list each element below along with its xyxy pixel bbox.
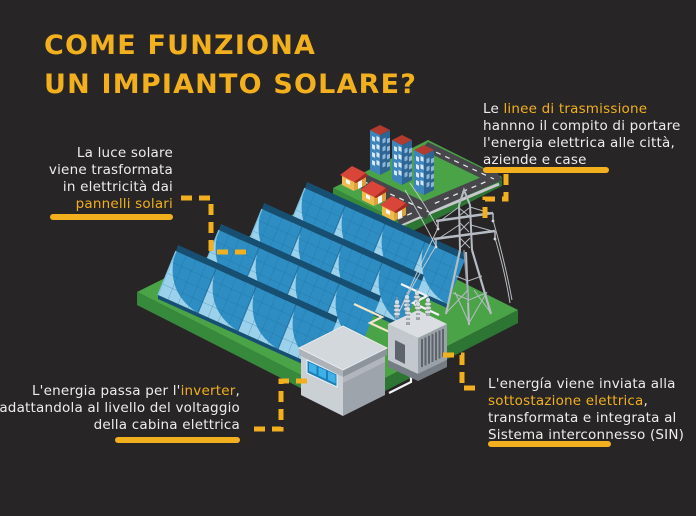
building xyxy=(370,125,390,175)
title-line-2: UN IMPIANTO SOLARE? xyxy=(44,69,418,100)
callout-text: L'energia passa per l' xyxy=(31,383,181,399)
callout-inverter: L'energia passa per l'inverter, adattand… xyxy=(0,383,240,434)
houses xyxy=(340,166,408,221)
power-wires xyxy=(396,182,513,317)
callout-text: l'energia elettrica alle città, xyxy=(483,135,675,151)
building xyxy=(392,135,412,185)
callout-highlight: inverter xyxy=(180,383,236,399)
callout-text: Le xyxy=(483,101,504,117)
inverter-windows xyxy=(306,359,338,388)
callout-text: adattandola al livello del voltaggio xyxy=(0,400,240,416)
house xyxy=(360,181,388,206)
substation-transformer xyxy=(388,288,447,381)
inverter-building xyxy=(297,325,389,416)
callout-text: hannno il compito di portare xyxy=(483,118,681,134)
bushing-insulator xyxy=(414,299,422,320)
house xyxy=(380,196,408,221)
bushing-insulator xyxy=(424,295,432,316)
title-line-1: COME FUNZIONA xyxy=(44,30,317,61)
page-title: COME FUNZIONA UN IMPIANTO SOLARE? xyxy=(44,26,417,104)
callout-highlight: sottostazione elettrica xyxy=(488,393,644,409)
callout-text: transformata e integrata al xyxy=(488,410,677,426)
underline-transmission xyxy=(483,167,609,173)
dashed-connectors xyxy=(181,174,509,432)
callout-transmission-lines: Le linee di trasmissione hannno il compi… xyxy=(483,101,681,169)
callout-text: viene trasformata xyxy=(48,162,173,178)
building xyxy=(414,145,434,195)
callout-text: aziende e case xyxy=(483,152,587,168)
callout-text: della cabina elettrica xyxy=(93,417,240,433)
solar-panel-array xyxy=(157,182,467,371)
solar-panel-row xyxy=(157,245,338,371)
underline-panels xyxy=(50,214,173,220)
callout-text: , xyxy=(235,383,240,399)
bushing-insulator xyxy=(393,297,401,318)
city-roads xyxy=(350,142,502,230)
callout-text: L'energía viene inviata alla xyxy=(488,376,676,392)
callout-substation: L'energía viene inviata alla sottostazio… xyxy=(488,376,684,444)
callout-text: in elettricità dai xyxy=(62,179,173,195)
callout-solar-panels: La luce solare viene trasformata in elet… xyxy=(49,145,173,213)
callout-text: Sistema interconnesso (SIN) xyxy=(488,427,685,443)
underline-inverter xyxy=(115,437,240,443)
transmission-tower xyxy=(433,187,497,326)
callout-text: , xyxy=(643,393,649,409)
city-block xyxy=(333,125,502,234)
callout-highlight: linee di trasmissione xyxy=(503,101,648,117)
callout-text: La luce solare xyxy=(76,145,173,161)
house xyxy=(340,166,368,191)
bushing-insulator xyxy=(404,304,412,325)
underline-substation xyxy=(488,441,611,447)
apartment-buildings xyxy=(370,125,434,195)
callout-highlight: pannelli solari xyxy=(75,196,173,212)
